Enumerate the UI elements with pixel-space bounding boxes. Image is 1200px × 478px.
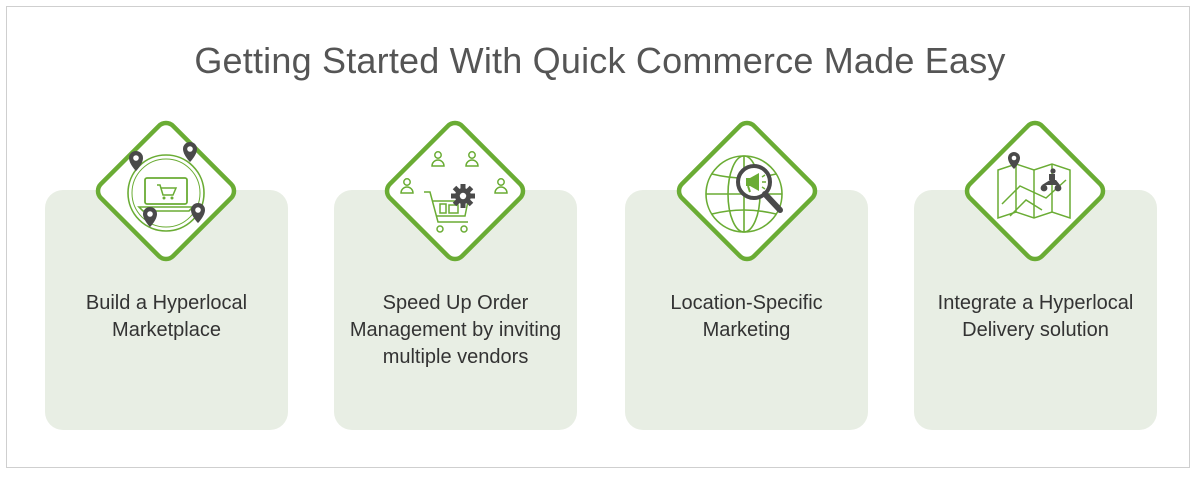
cart-gear-users-icon [370,106,540,276]
map-delivery-scooter-icon [950,106,1120,276]
globe-megaphone-magnifier-icon [662,106,832,276]
infographic-title: Getting Started With Quick Commerce Made… [194,40,1006,81]
step-label-3: Location-Specific Marketing [670,292,823,341]
step-label-4: Integrate a Hyperlocal Delivery solution [937,292,1134,341]
laptop-cart-map-pins-icon [81,106,251,276]
infographic-frame [6,6,1190,468]
step-label-1: Build a Hyperlocal Marketplace [85,292,248,341]
step-label-2: Speed Up Order Management by inviting mu… [349,292,562,368]
